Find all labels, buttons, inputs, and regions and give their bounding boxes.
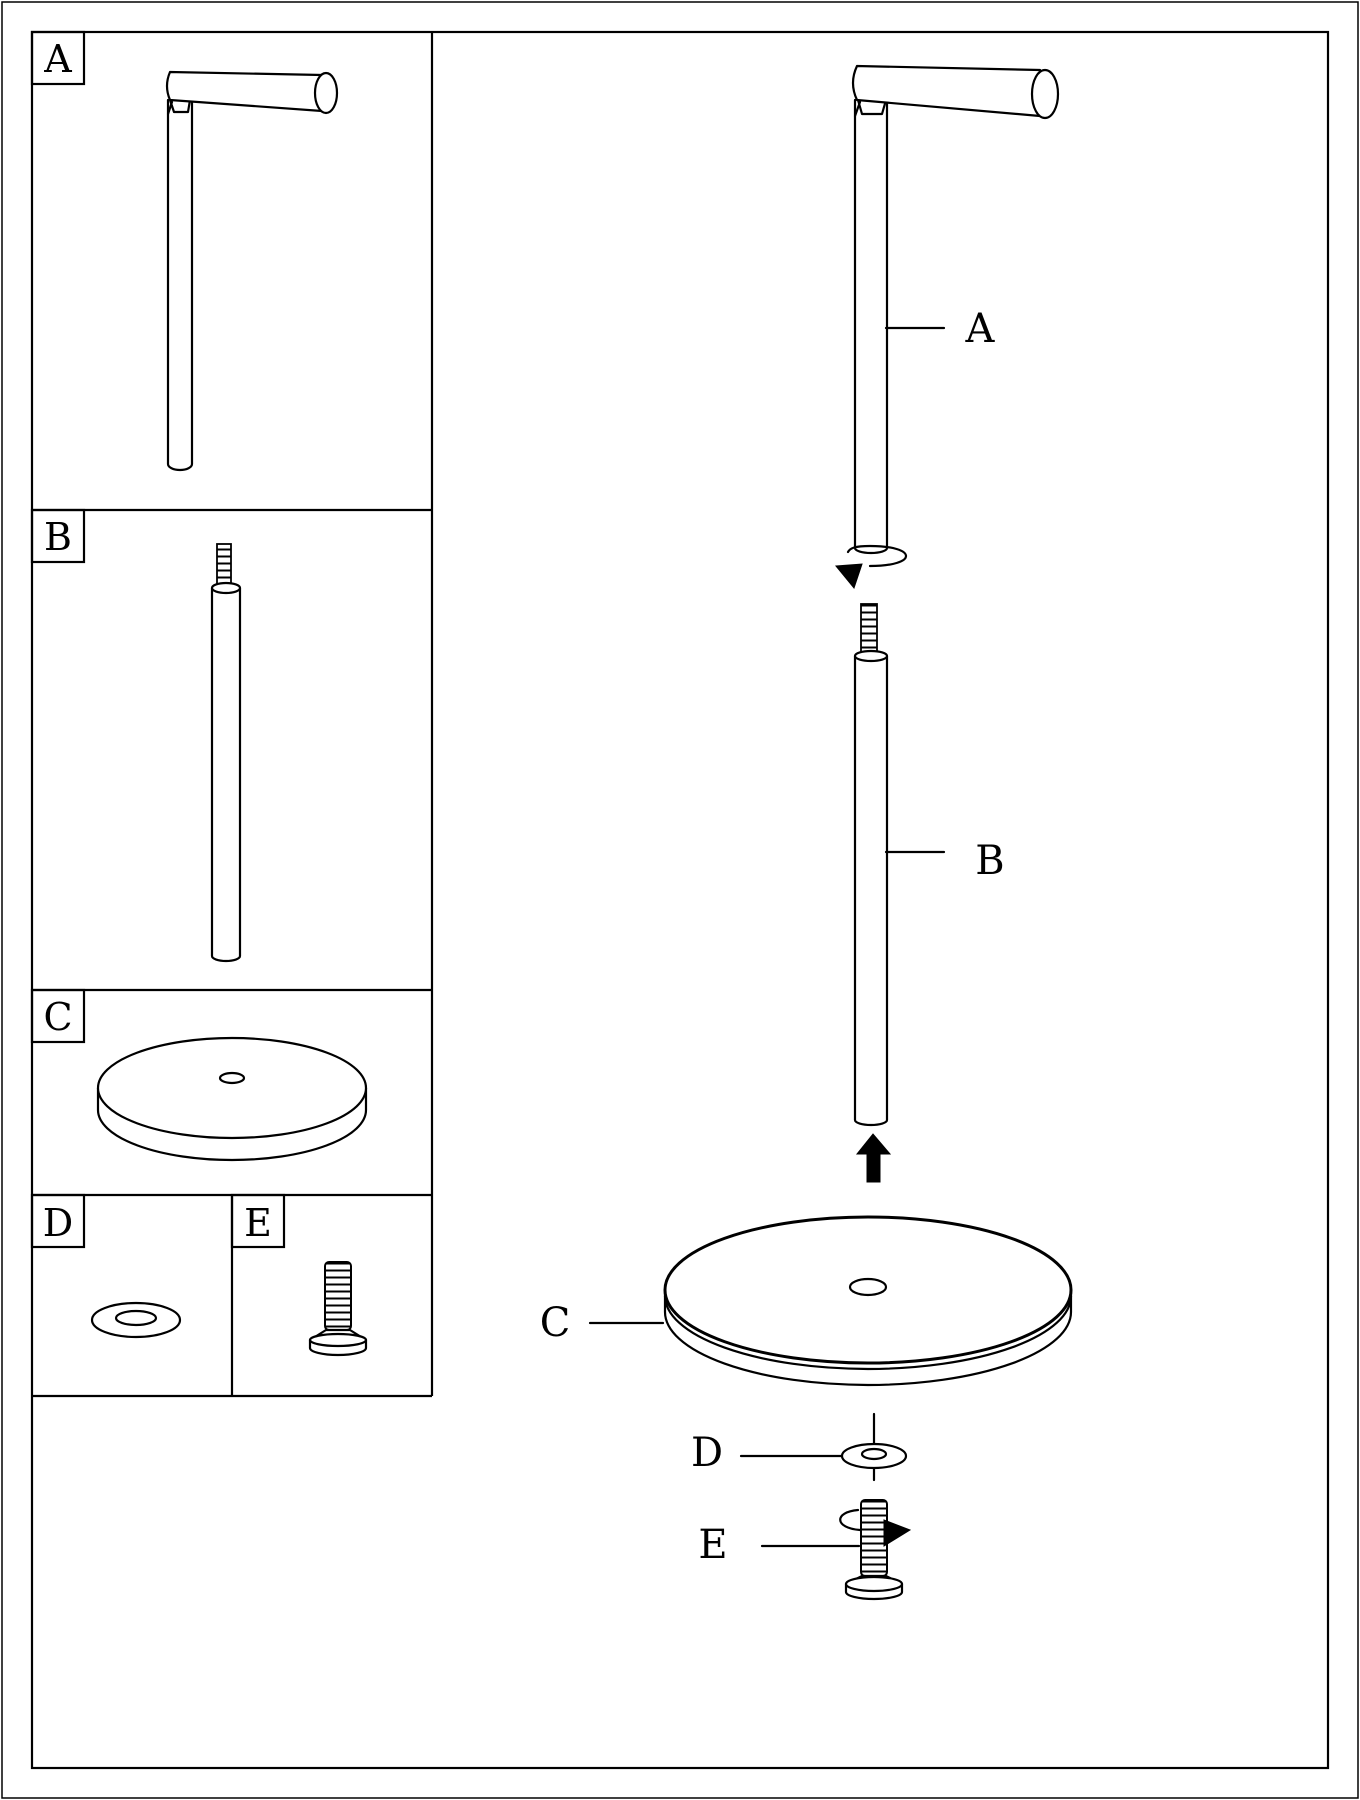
part-a-upright-with-arm — [165, 70, 339, 472]
part-cell-b: B — [30, 508, 242, 963]
part-label-c: C — [43, 995, 72, 1039]
part-label-e: E — [244, 1201, 272, 1245]
part-label-b: B — [44, 515, 72, 559]
assembly-part-a: A — [851, 64, 1060, 555]
callout-label-a: A — [965, 306, 996, 352]
part-cell-c: C — [30, 988, 368, 1162]
part-cell-e: E — [230, 1193, 368, 1357]
part-cell-a: A — [30, 30, 339, 472]
assembly-part-d: D — [691, 1430, 908, 1476]
part-c-base-disc — [96, 1036, 368, 1162]
drawing-border — [30, 30, 1330, 1770]
parts-panel: A B C — [30, 30, 434, 1398]
assembly-view: A B C — [540, 64, 1073, 1601]
callout-label-d: D — [691, 1430, 723, 1476]
part-cell-d: D — [30, 1193, 182, 1339]
callout-label-b: B — [975, 838, 1004, 884]
part-d-washer — [90, 1301, 182, 1339]
callout-label-e: E — [698, 1522, 727, 1568]
part-label-a: A — [43, 37, 72, 81]
part-e-bolt — [308, 1261, 368, 1357]
part-label-d: D — [43, 1201, 73, 1245]
assembly-part-c: C — [540, 1215, 1073, 1387]
insert-up-arrow-icon — [855, 1133, 892, 1183]
assembly-part-b: B — [853, 603, 1005, 1127]
rotate-clockwise-arrow-icon — [839, 1508, 912, 1547]
rotate-counterclockwise-arrow-icon — [835, 544, 907, 590]
part-b-lower-rod — [210, 543, 242, 963]
callout-label-c: C — [540, 1300, 571, 1346]
assembly-part-e: E — [698, 1499, 904, 1601]
